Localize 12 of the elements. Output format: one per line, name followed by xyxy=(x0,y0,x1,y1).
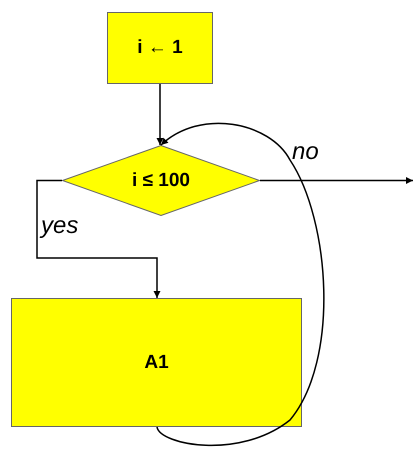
edge-label: no xyxy=(292,140,319,164)
node-label: i ≤ 100 xyxy=(132,170,190,192)
process-box xyxy=(107,12,213,84)
edge-label: yes xyxy=(41,214,78,238)
node-label: A1 xyxy=(144,352,169,374)
decision-diamond xyxy=(62,145,260,216)
arrow xyxy=(156,122,324,446)
arrow xyxy=(36,180,160,298)
node-label: i ← 1 xyxy=(137,37,183,59)
process-box xyxy=(11,298,302,427)
arrow xyxy=(260,177,413,184)
arrow xyxy=(156,84,164,145)
